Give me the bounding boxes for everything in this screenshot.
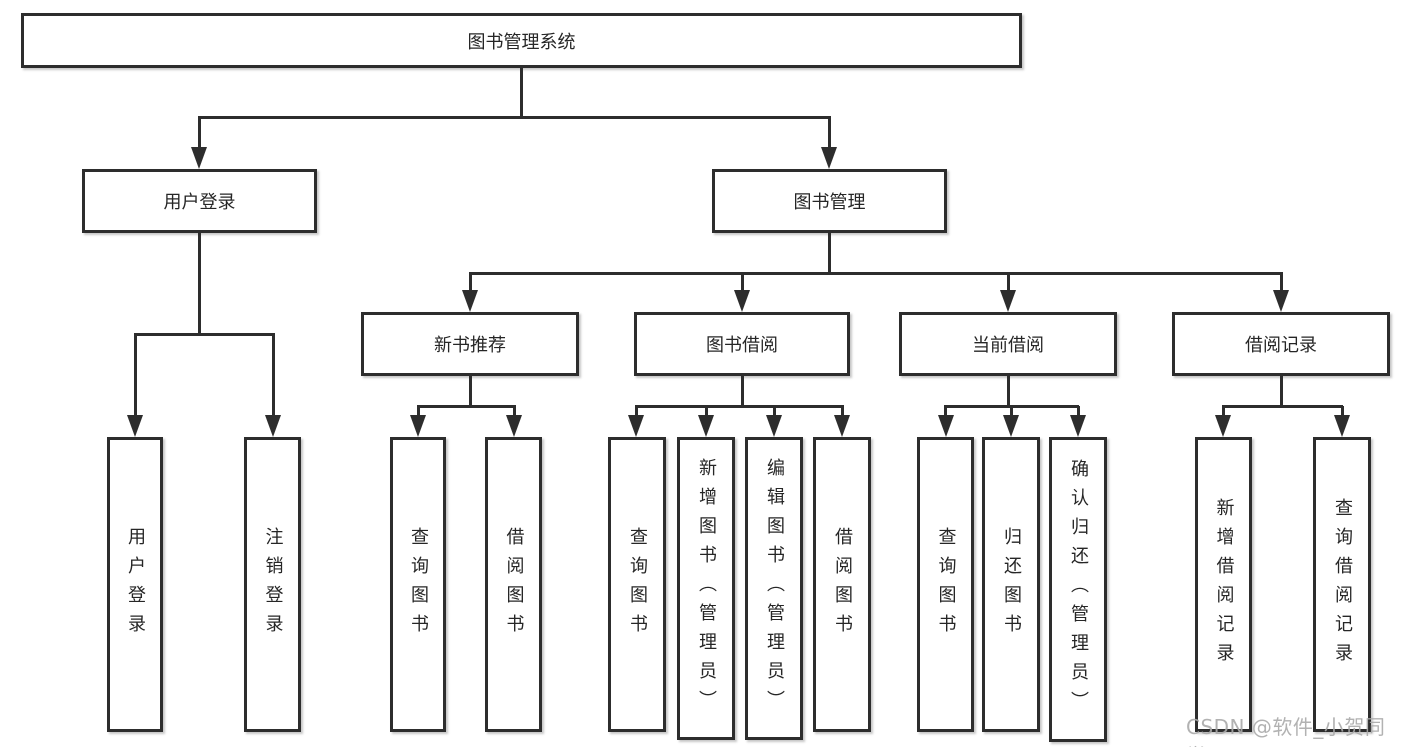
leaf-return-books-label: 归还图书 bbox=[1001, 526, 1022, 643]
arrowhead-down-icon bbox=[834, 415, 850, 437]
arrowhead-down-icon bbox=[628, 415, 644, 437]
arrowhead-down-icon bbox=[506, 415, 522, 437]
leaf-add-books-admin-label: 新增图书（管理员） bbox=[696, 458, 717, 719]
node-library-system-label: 图书管理系统 bbox=[467, 31, 576, 53]
connector bbox=[840, 406, 844, 417]
connector bbox=[133, 334, 137, 417]
node-book-borrowing-label: 图书借阅 bbox=[706, 335, 778, 356]
leaf-user-login-label: 用户登录 bbox=[125, 526, 146, 643]
connector bbox=[740, 273, 744, 291]
leaf-borrow-books-borrowing: 借阅图书 bbox=[813, 437, 871, 732]
connector bbox=[519, 68, 523, 117]
node-current-borrowing: 当前借阅 bbox=[899, 312, 1117, 376]
connector bbox=[827, 233, 831, 273]
leaf-query-books-current-label: 查询图书 bbox=[935, 526, 957, 643]
connector bbox=[1076, 406, 1080, 417]
connector bbox=[416, 404, 516, 408]
leaf-borrow-books-recommend: 借阅图书 bbox=[485, 437, 542, 732]
node-user-login-label: 用户登录 bbox=[163, 192, 236, 213]
leaf-logout-label: 注销登录 bbox=[262, 526, 284, 643]
arrowhead-down-icon bbox=[410, 415, 426, 437]
connector bbox=[416, 406, 420, 417]
connector bbox=[1006, 273, 1010, 291]
leaf-return-books: 归还图书 bbox=[982, 437, 1040, 732]
connector bbox=[197, 117, 201, 149]
leaf-query-books-current: 查询图书 bbox=[917, 437, 974, 732]
arrowhead-down-icon bbox=[766, 415, 782, 437]
arrowhead-down-icon bbox=[1070, 415, 1086, 437]
connector bbox=[1340, 406, 1344, 417]
node-book-borrowing: 图书借阅 bbox=[634, 312, 850, 376]
connector bbox=[512, 406, 516, 417]
leaf-add-borrow-record-label: 新增借阅记录 bbox=[1213, 497, 1235, 672]
connector bbox=[271, 334, 275, 417]
node-new-book-recommendation-label: 新书推荐 bbox=[434, 335, 506, 356]
leaf-query-books-borrowing: 查询图书 bbox=[608, 437, 666, 732]
connector bbox=[468, 273, 472, 291]
arrowhead-down-icon bbox=[734, 290, 750, 312]
connector bbox=[740, 376, 744, 406]
arrowhead-down-icon bbox=[127, 415, 143, 437]
node-user-login: 用户登录 bbox=[82, 169, 317, 233]
node-book-management-label: 图书管理 bbox=[793, 192, 866, 213]
node-book-management: 图书管理 bbox=[712, 169, 947, 233]
arrowhead-down-icon bbox=[1273, 290, 1289, 312]
connector bbox=[197, 233, 201, 334]
arrowhead-down-icon bbox=[1215, 415, 1231, 437]
connector bbox=[772, 406, 776, 417]
connector bbox=[634, 404, 844, 408]
connector bbox=[1221, 404, 1343, 408]
leaf-borrow-books-recommend-label: 借阅图书 bbox=[503, 526, 525, 643]
leaf-edit-books-admin: 编辑图书（管理员） bbox=[745, 437, 803, 740]
connector bbox=[634, 406, 638, 417]
connector bbox=[1221, 406, 1225, 417]
connector bbox=[1006, 376, 1010, 406]
arrowhead-down-icon bbox=[265, 415, 281, 437]
leaf-add-borrow-record: 新增借阅记录 bbox=[1195, 437, 1252, 732]
node-current-borrowing-label: 当前借阅 bbox=[972, 335, 1044, 356]
connector bbox=[827, 117, 831, 149]
connector bbox=[1279, 273, 1283, 291]
leaf-add-books-admin: 新增图书（管理员） bbox=[677, 437, 735, 740]
connector bbox=[1009, 406, 1013, 417]
arrowhead-down-icon bbox=[937, 415, 954, 437]
arrowhead-down-icon bbox=[1003, 415, 1019, 437]
leaf-confirm-return-admin-label: 确认归还（管理员） bbox=[1068, 459, 1089, 720]
leaf-query-books-recommend: 查询图书 bbox=[390, 437, 446, 732]
arrowhead-down-icon bbox=[1334, 415, 1350, 437]
connector bbox=[133, 332, 275, 336]
leaf-logout: 注销登录 bbox=[244, 437, 301, 732]
leaf-query-borrow-record: 查询借阅记录 bbox=[1313, 437, 1371, 732]
leaf-query-borrow-record-label: 查询借阅记录 bbox=[1332, 497, 1353, 672]
node-new-book-recommendation: 新书推荐 bbox=[361, 312, 579, 376]
leaf-query-books-recommend-label: 查询图书 bbox=[408, 526, 429, 643]
leaf-user-login: 用户登录 bbox=[107, 437, 163, 732]
arrowhead-down-icon bbox=[1000, 290, 1016, 312]
csdn-watermark: CSDN @软件_小贺同学 bbox=[1186, 715, 1386, 747]
leaf-borrow-books-borrowing-label: 借阅图书 bbox=[832, 526, 853, 643]
arrowhead-down-icon bbox=[462, 290, 478, 312]
connector bbox=[197, 115, 831, 119]
leaf-edit-books-admin-label: 编辑图书（管理员） bbox=[764, 458, 785, 719]
arrowhead-down-icon bbox=[821, 147, 837, 169]
node-borrowing-records-label: 借阅记录 bbox=[1245, 335, 1317, 356]
connector bbox=[944, 406, 947, 417]
node-borrowing-records: 借阅记录 bbox=[1172, 312, 1390, 376]
leaf-confirm-return-admin: 确认归还（管理员） bbox=[1049, 437, 1107, 742]
arrowhead-down-icon bbox=[698, 415, 714, 437]
connector bbox=[468, 271, 1283, 275]
connector bbox=[1279, 376, 1283, 406]
node-library-system: 图书管理系统 bbox=[21, 13, 1022, 68]
arrowhead-down-icon bbox=[191, 147, 207, 169]
connector bbox=[468, 376, 472, 406]
leaf-query-books-borrowing-label: 查询图书 bbox=[627, 526, 648, 643]
connector bbox=[704, 406, 708, 417]
